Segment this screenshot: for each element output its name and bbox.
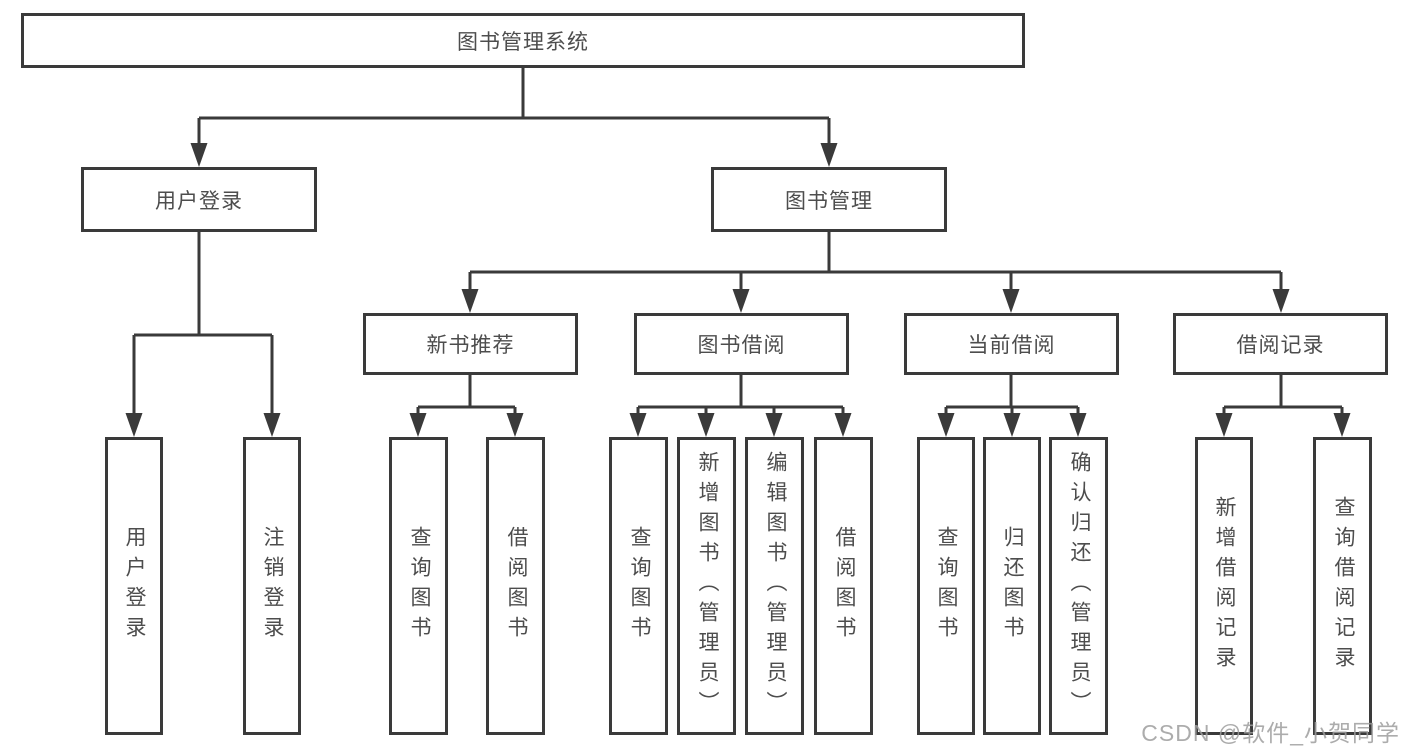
- connector-recommend-to-leaves: [416, 375, 517, 417]
- leaf-user-login: 用户登录: [105, 437, 163, 735]
- leaf-add-books-admin: 新增图书（管理员）: [677, 437, 736, 735]
- csdn-watermark: CSDN @软件_小贺同学: [1141, 720, 1400, 746]
- arrowheads: [125, 143, 1351, 437]
- connector-root-to-level1: [197, 68, 831, 147]
- node-book-management: 图书管理: [711, 167, 947, 232]
- leaf-recommend-borrow-books: 借阅图书: [486, 437, 545, 735]
- node-new-book-recommend: 新书推荐: [363, 313, 578, 375]
- leaf-confirm-return-admin: 确认归还（管理员）: [1049, 437, 1108, 735]
- connector-userlogin-to-leaves: [132, 232, 274, 417]
- node-book-borrow: 图书借阅: [634, 313, 849, 375]
- node-borrow-records: 借阅记录: [1173, 313, 1388, 375]
- connector-borrow-to-leaves: [636, 375, 845, 417]
- leaf-query-borrow-record: 查询借阅记录: [1313, 437, 1372, 735]
- leaf-edit-books-admin: 编辑图书（管理员）: [745, 437, 804, 735]
- node-library-system: 图书管理系统: [21, 13, 1025, 68]
- connector-records-to-leaves: [1222, 375, 1344, 417]
- leaf-recommend-query-books: 查询图书: [389, 437, 448, 735]
- leaf-borrow-query-books: 查询图书: [609, 437, 668, 735]
- leaf-logout: 注销登录: [243, 437, 301, 735]
- connector-current-to-leaves: [944, 375, 1080, 417]
- node-user-login: 用户登录: [81, 167, 317, 232]
- leaf-add-borrow-record: 新增借阅记录: [1195, 437, 1253, 735]
- connector-bookmgmt-to-level2: [468, 232, 1283, 293]
- leaf-borrow-books: 借阅图书: [814, 437, 873, 735]
- node-current-borrow: 当前借阅: [904, 313, 1119, 375]
- leaf-return-books: 归还图书: [983, 437, 1041, 735]
- leaf-current-query-books: 查询图书: [917, 437, 975, 735]
